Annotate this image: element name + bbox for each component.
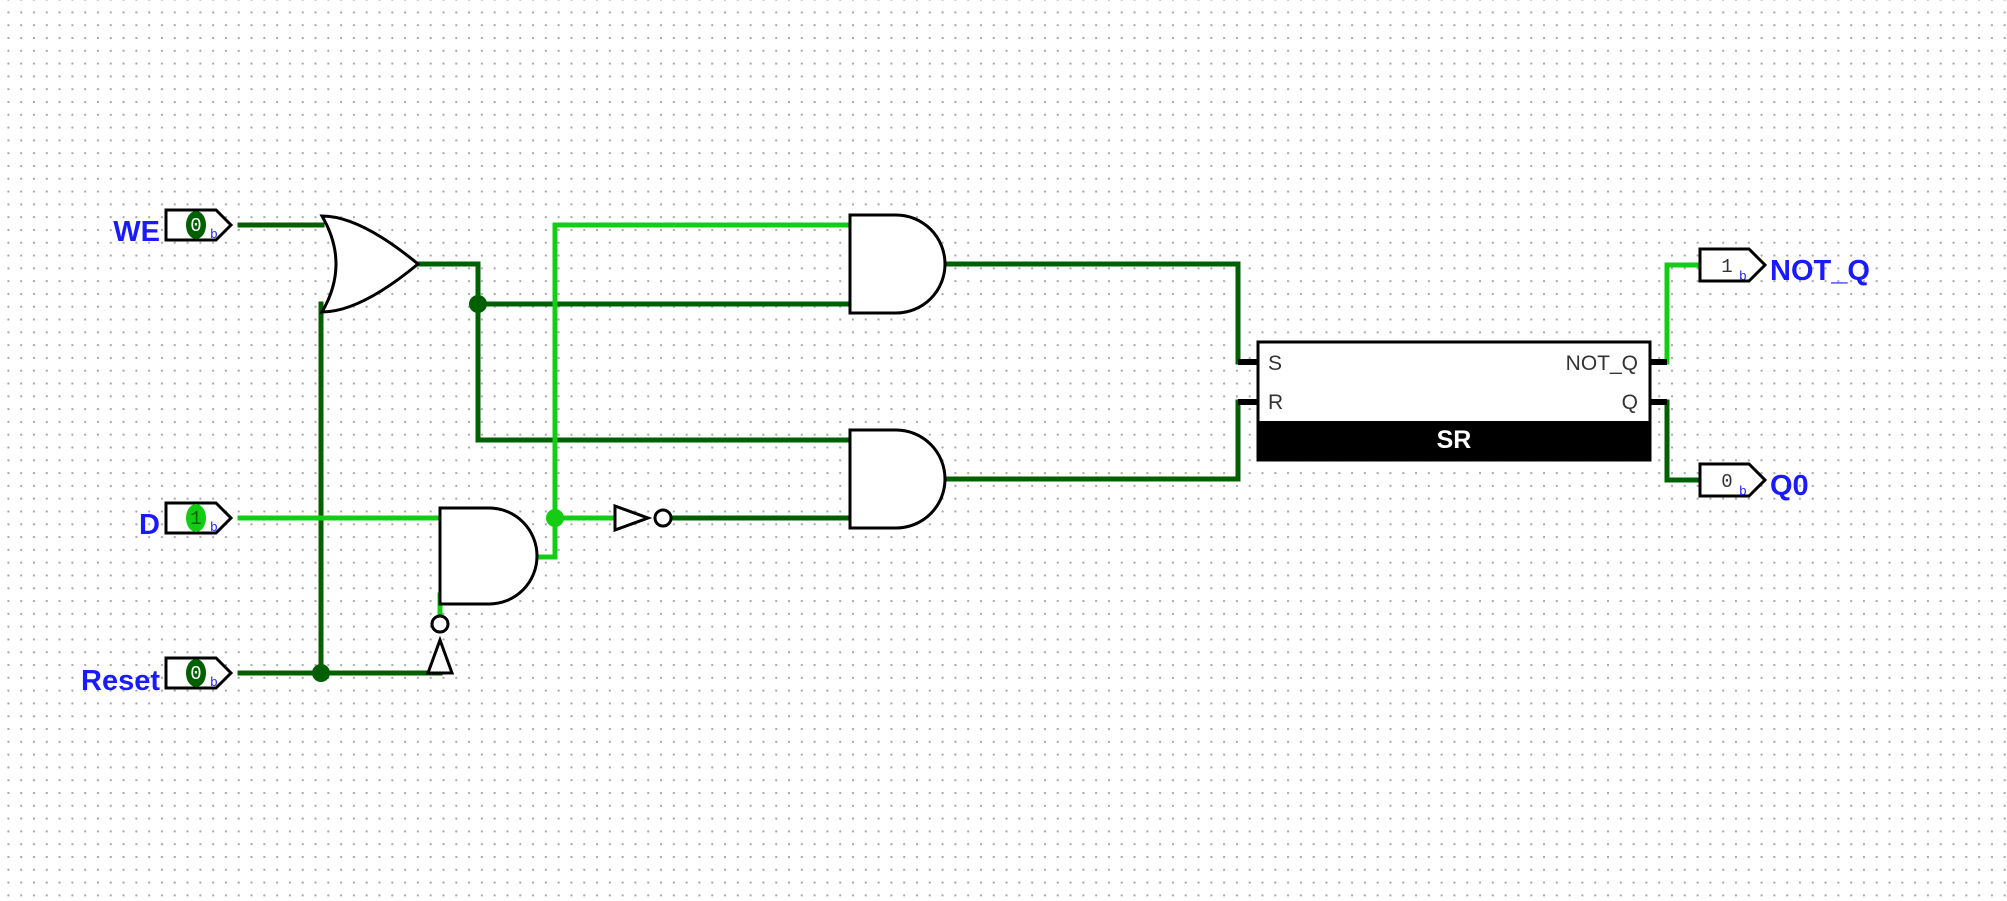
wire-q-to-q0[interactable] bbox=[1647, 399, 1703, 483]
wires-low bbox=[237, 222, 1703, 676]
junction-data bbox=[546, 509, 564, 527]
input-label-we: WE bbox=[113, 216, 160, 248]
pin-value-d: 1 bbox=[190, 508, 201, 530]
not-gate-reset[interactable] bbox=[425, 614, 455, 675]
output-pin-q0[interactable]: 0 b bbox=[1698, 462, 1768, 499]
input-pin-d[interactable]: 1 b bbox=[164, 501, 234, 535]
input-label-reset: Reset bbox=[81, 665, 160, 697]
sr-port-not-q: NOT_Q bbox=[1566, 352, 1638, 375]
output-pin-not-q[interactable]: 1 b bbox=[1698, 247, 1768, 284]
output-label-q0: Q0 bbox=[1770, 470, 1809, 502]
sr-title: SR bbox=[1437, 426, 1472, 454]
wire-and-set-to-s[interactable] bbox=[943, 261, 1261, 365]
pin-base-not-q: b bbox=[1739, 269, 1747, 284]
and-gate-reset[interactable] bbox=[848, 428, 947, 530]
wire-data-vertical[interactable] bbox=[552, 222, 853, 521]
sr-port-q: Q bbox=[1622, 391, 1638, 414]
and-gate-set[interactable] bbox=[848, 213, 947, 315]
or-gate[interactable] bbox=[319, 214, 421, 314]
pin-base-we: b bbox=[210, 227, 218, 242]
sr-port-s: S bbox=[1268, 352, 1282, 375]
pin-value-reset: 0 bbox=[190, 663, 201, 685]
wire-and-output[interactable] bbox=[534, 515, 618, 560]
input-pin-we[interactable]: 0 b bbox=[164, 208, 234, 242]
input-label-d: D bbox=[139, 509, 160, 541]
junction-reset bbox=[312, 664, 330, 682]
wire-or-output[interactable] bbox=[415, 261, 853, 443]
pin-value-not-q: 1 bbox=[1721, 256, 1732, 278]
not-gate[interactable] bbox=[613, 503, 673, 533]
pin-base-d: b bbox=[210, 520, 218, 535]
output-label-not-q: NOT_Q bbox=[1770, 255, 1870, 287]
pin-value-we: 0 bbox=[190, 215, 201, 237]
wire-not-q-to-output[interactable] bbox=[1647, 262, 1703, 365]
input-pin-reset[interactable]: 0 b bbox=[164, 656, 234, 690]
pin-base-q0: b bbox=[1739, 484, 1747, 499]
and-gate-d-reset[interactable] bbox=[438, 506, 539, 606]
sr-latch-block[interactable]: S R NOT_Q Q SR bbox=[1238, 340, 1667, 462]
junction-or-output bbox=[469, 295, 487, 313]
pin-base-reset: b bbox=[210, 675, 218, 690]
sr-port-r: R bbox=[1268, 391, 1283, 414]
wire-and-reset-to-r[interactable] bbox=[943, 399, 1261, 482]
pin-value-q0: 0 bbox=[1721, 471, 1732, 493]
